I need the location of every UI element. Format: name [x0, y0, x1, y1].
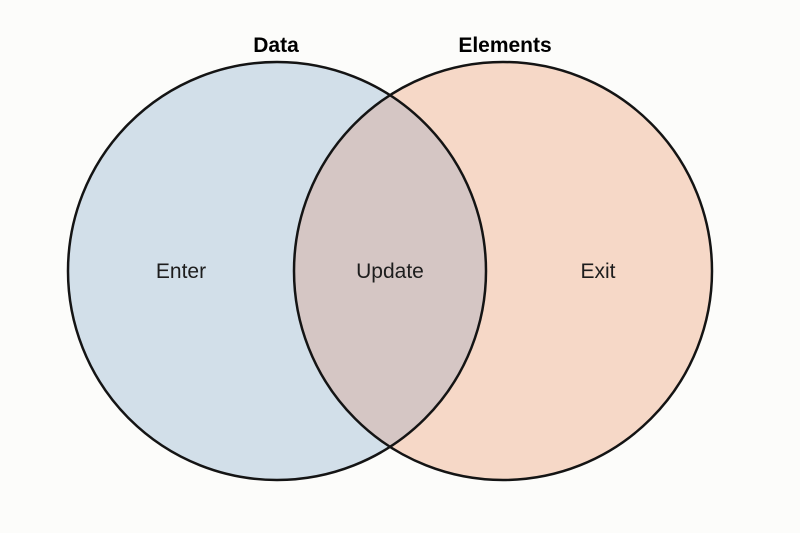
data-set-circle-outline — [66, 60, 488, 482]
enter-region-label: Enter — [156, 260, 206, 283]
data-set-title: Data — [253, 34, 299, 57]
exit-region-label: Exit — [580, 260, 615, 283]
intersection-region-fill — [294, 62, 486, 480]
elements-set-circle-outline — [292, 60, 714, 482]
elements-set-title: Elements — [458, 34, 551, 57]
update-region-label: Update — [356, 260, 424, 283]
